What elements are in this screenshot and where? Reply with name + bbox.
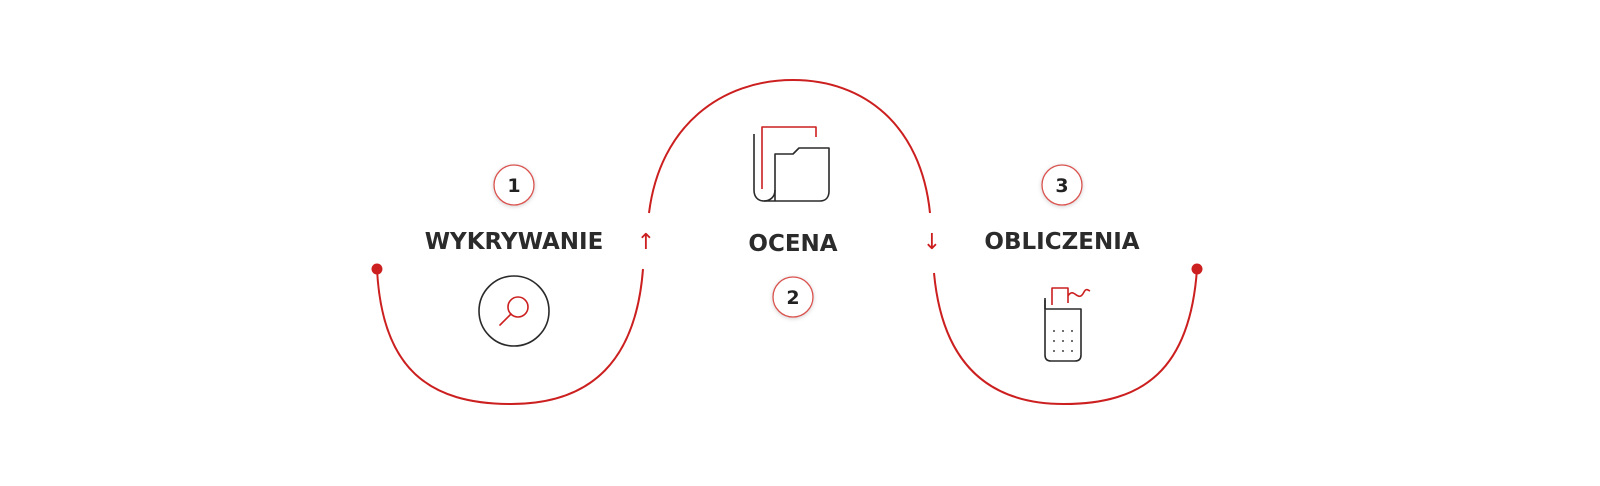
flow-segment-3 (933, 268, 1198, 406)
step-1: 1 WYKRYWANIE (425, 164, 604, 347)
magnifier-icon (478, 275, 550, 347)
step-number: 1 (507, 175, 520, 197)
step-label: WYKRYWANIE (425, 229, 604, 255)
step-2: OCENA 2 (748, 126, 838, 318)
flow-segment-2 (648, 78, 931, 214)
arrow-down-icon: ↓ (923, 230, 941, 255)
arrow-up-icon: ↑ (637, 230, 655, 255)
flow-start-dot (371, 263, 383, 275)
flow-segment-1 (376, 268, 644, 406)
step-number: 2 (786, 287, 799, 309)
step-label: OCENA (748, 231, 837, 257)
flow-end-dot (1191, 263, 1203, 275)
flow-path (376, 78, 1198, 406)
step-number: 3 (1055, 175, 1068, 197)
step-number-badge (493, 164, 535, 206)
folder-icon (753, 126, 830, 202)
step-label: OBLICZENIA (984, 229, 1139, 255)
step-number-badge (1041, 164, 1083, 206)
calculator-icon (1044, 287, 1091, 362)
calculator-keypad (1053, 330, 1073, 352)
step-number-badge (772, 276, 814, 318)
step-3: 3 OBLICZENIA (984, 164, 1140, 362)
